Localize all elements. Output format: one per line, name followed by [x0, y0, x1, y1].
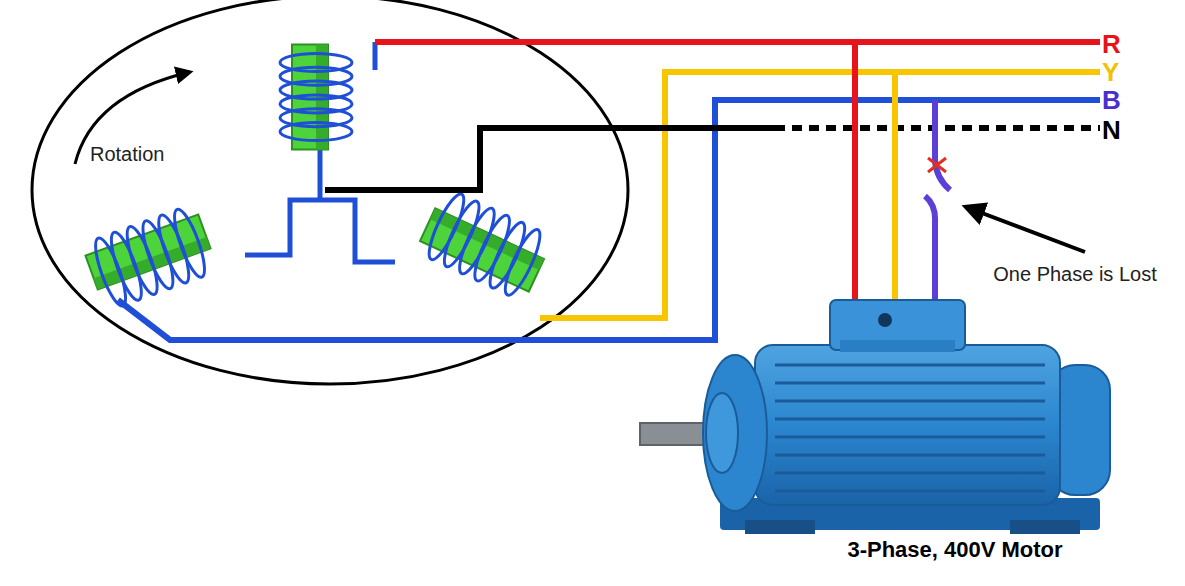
- phase-label: B: [1102, 84, 1142, 117]
- phase-label: R: [1102, 28, 1142, 61]
- caption: 3-Phase, 400V Motor: [740, 536, 1170, 564]
- callout-text: One Phase is Lost: [990, 262, 1160, 287]
- break-mark: [928, 158, 946, 172]
- rotation-label: Rotation: [90, 142, 200, 167]
- motor-illustration: [640, 300, 1110, 534]
- callout-arrow: [966, 207, 1085, 252]
- star-wiring: [245, 42, 395, 262]
- stator-coils: [81, 45, 554, 312]
- supply-wires: [118, 42, 1100, 340]
- neutral-label: N: [1102, 114, 1142, 147]
- phase-label: Y: [1102, 56, 1142, 89]
